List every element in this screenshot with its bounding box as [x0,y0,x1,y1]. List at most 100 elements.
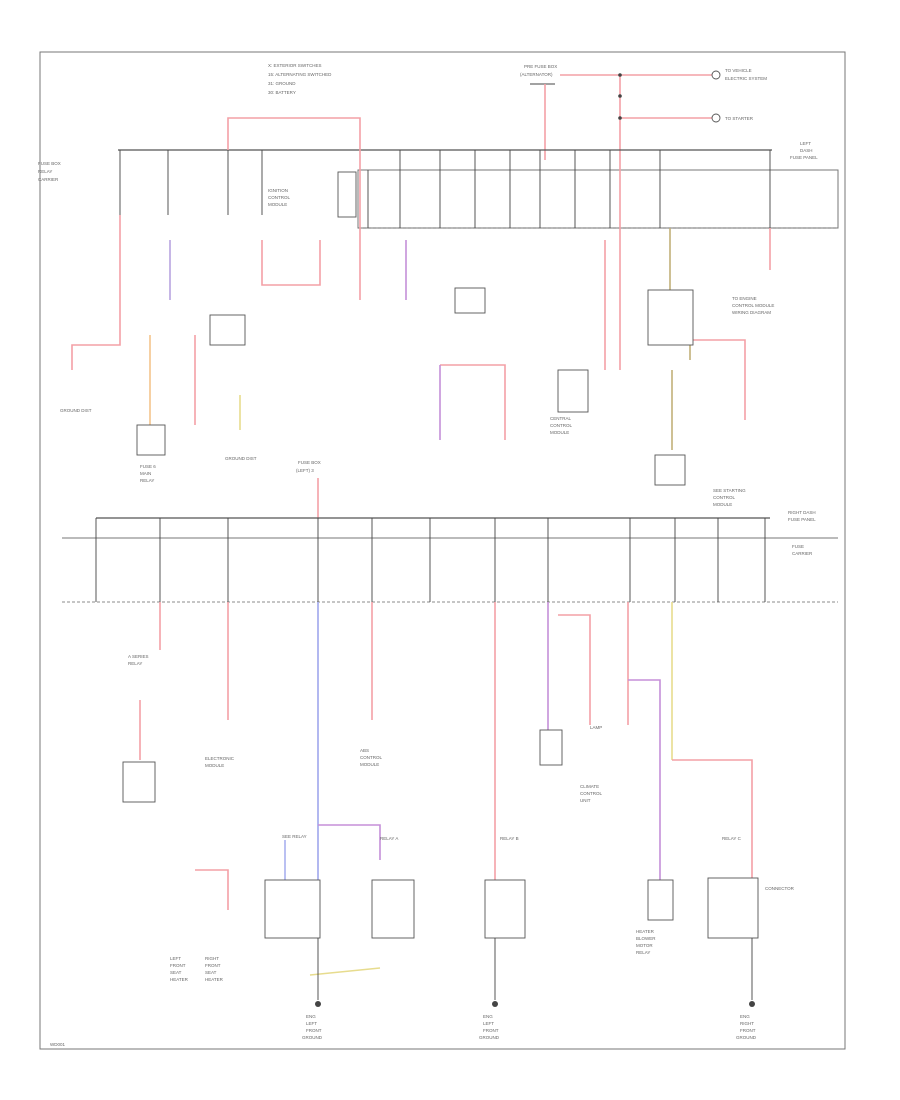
legend-3: 31: GROUND [268,81,296,86]
grounds: ENG LEFT FRONT GROUND ENG LEFT FRONT GRO… [302,938,757,1040]
left-module-box [122,761,156,803]
right-dash-4: CARRIER [792,551,813,556]
lower-2: RELAY [128,661,142,666]
fuse-block [337,171,357,218]
seat-7: SEAT [205,970,217,975]
wire-ign-feed [227,117,361,300]
relay-c-label: RELAY B [500,836,519,841]
central-module-box [557,369,589,413]
central-3: MODULE [550,430,569,435]
lowbeam-2: MAIN [140,471,151,476]
starter-relay-box [654,454,686,486]
lower-1: A SERIES [128,654,149,659]
g2-4: GROUND [479,1035,500,1040]
prefuse-label-2: (ALTERNATOR) [520,72,553,77]
top-right-2: ELECTRIC SYSTEM [725,76,767,81]
lowbeam-1: FUSE 6 [140,464,156,469]
ground-icon [492,1001,498,1007]
seat-8: HEATER [205,977,224,982]
top-right-1: TO VEHICLE [725,68,752,73]
top-right-3: TO STARTER [725,116,754,121]
left-group-1: FUSE BOX [38,161,61,166]
upper-panel-label-3: FUSE PANEL [790,155,818,160]
g1-3: FRONT [306,1028,322,1033]
g3-4: GROUND [736,1035,757,1040]
upper-panel-label-1: LEFT [800,141,811,146]
lower-fuse-panel: FUSE BOX (LEFT) 3 RIGHT DASH FUSE PANEL … [62,460,838,603]
legend-4: 30: BATTERY [268,90,296,95]
to-engine-3: WIRING DIAGRAM [732,310,771,315]
upper-fuse-panel: LEFT DASH FUSE PANEL [118,141,839,229]
relay-carrier-box [647,289,694,346]
connector-box [707,877,759,939]
seat-6: FRONT [205,963,221,968]
wire-battery-top [560,74,621,160]
lower-8: CLIMATE [580,784,599,789]
left-group-3: CARRIER [38,177,59,182]
mid-box-1: IGNITION [268,188,288,193]
connector-icon [711,70,721,80]
ground-icon [749,1001,755,1007]
diagram-frame [39,51,846,1050]
seat-4: HEATER [170,977,189,982]
mid-box-3: MODULE [268,202,287,207]
heater-1: HEATER [636,929,655,934]
seat-3: SEAT [170,970,182,975]
control-box [454,287,486,314]
legend: X: EXTERIOR SWITCHES 15: ALTERNATING SWI… [268,63,332,95]
relay-b-label: RELAY A [380,836,398,841]
fuse-box-mid-2: (LEFT) 3 [296,468,314,473]
upper-wires [71,117,771,450]
upper-components: FUSE BOX RELAY CARRIER IGNITION CONTROL … [38,161,774,507]
relay-a-label: SEE RELAY [282,834,307,839]
mid-box-2: CONTROL [268,195,290,200]
upper-panel-label-2: DASH [800,148,813,153]
heater-3: MOTOR [636,943,653,948]
top-prefuse: PRE FUSE BOX (ALTERNATOR) TO VEHICLE ELE… [520,64,767,160]
seat-2: FRONT [170,963,186,968]
star-1: SEE STARTING [713,488,746,493]
ground-icon [315,1001,321,1007]
seat-1: LEFT [170,956,181,961]
g1-2: LEFT [306,1021,317,1026]
fuse-box-mid-1: FUSE BOX [298,460,321,465]
ignition-module-box [209,314,246,346]
lowbeam-3: RELAY [140,478,154,483]
right-dash-3: FUSE [792,544,804,549]
lower-5: ABS [360,748,369,753]
relay-d-label: RELAY C [722,836,742,841]
lower-7: MODULE [360,762,379,767]
left-group-2: RELAY [38,169,52,174]
ground-dist-2: GROUND DIST [225,456,257,461]
g3-1: ENG [740,1014,750,1019]
lower-10: UNIT [580,798,591,803]
lower-4: MODULE [205,763,224,768]
to-engine-2: CONTROL MODULE [732,303,774,308]
g2-3: FRONT [483,1028,499,1033]
relay-a-box [264,879,321,939]
abs-module-box [539,729,563,766]
g3-2: RIGHT [740,1021,754,1026]
to-engine-1: TO ENGINE [732,296,757,301]
lower-6: CONTROL [360,755,382,760]
lower-wires [139,602,753,976]
central-2: CONTROL [550,423,572,428]
legend-1: X: EXTERIOR SWITCHES [268,63,322,68]
g2-2: LEFT [483,1021,494,1026]
star-2: CONTROL [713,495,735,500]
relay-e-label: CONNECTOR [765,886,795,891]
legend-2: 15: ALTERNATING SWITCHED [268,72,332,77]
right-dash-2: FUSE PANEL [788,517,816,522]
star-3: MODULE [713,502,732,507]
g1-1: ENG [306,1014,316,1019]
relay-box [136,424,166,456]
seat-5: RIGHT [205,956,219,961]
connector-icon [711,113,721,123]
heater-relay-box [647,879,674,921]
g2-1: ENG [483,1014,493,1019]
relay-c-box [484,879,526,939]
lower-3: ELECTRONIC [205,756,235,761]
relay-b-box [371,879,415,939]
relay-f-label: LAMP [590,725,602,730]
